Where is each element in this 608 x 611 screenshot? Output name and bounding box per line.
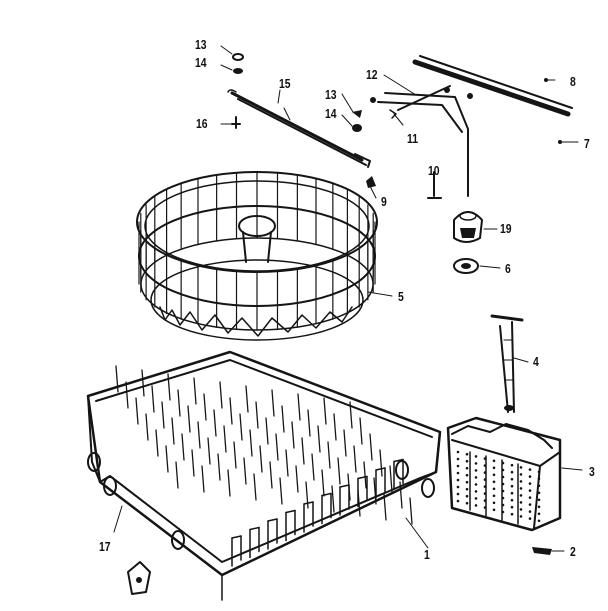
- rack-stop: [127, 561, 151, 595]
- callout-10: 10: [428, 163, 440, 178]
- clip-part: [366, 176, 376, 188]
- rack-stop-hardware: [231, 53, 362, 132]
- callout-5: 5: [398, 289, 404, 304]
- callout-1: 1: [424, 547, 430, 562]
- upper-rack-ribs: [138, 171, 376, 331]
- spray-tube: [427, 171, 442, 199]
- callout-13-top: 13: [195, 37, 207, 52]
- silverware-basket-handle: [490, 314, 524, 413]
- callout-16: 16: [196, 116, 208, 131]
- rail-track: [412, 55, 573, 144]
- basket-rollers: [87, 452, 435, 550]
- callout-3: 3: [589, 464, 595, 479]
- silverware-basket: [446, 416, 562, 532]
- callout-14-mid: 14: [325, 106, 337, 121]
- callout-6: 6: [505, 261, 511, 276]
- callout-17: 17: [99, 539, 111, 554]
- nut-part: [453, 258, 479, 274]
- upper-spray-arm-nozzle: [453, 211, 483, 243]
- callout-15: 15: [279, 76, 291, 91]
- small-clip: [532, 547, 552, 555]
- callout-13-mid: 13: [325, 87, 337, 102]
- callout-14-top: 14: [195, 55, 207, 70]
- lower-rack-legs: [231, 458, 404, 567]
- upper-spray-arm: [370, 74, 473, 197]
- callout-11: 11: [407, 131, 418, 146]
- leader-lines: [113, 45, 583, 552]
- callout-2: 2: [570, 544, 576, 559]
- silverware-basket-grid: [456, 450, 541, 523]
- callout-9: 9: [381, 194, 387, 209]
- callout-19: 19: [500, 221, 512, 236]
- callout-4: 4: [533, 354, 539, 369]
- callout-7: 7: [584, 136, 590, 151]
- rack-slide-rail: [227, 89, 371, 168]
- callout-8: 8: [570, 74, 576, 89]
- callout-12: 12: [366, 67, 378, 82]
